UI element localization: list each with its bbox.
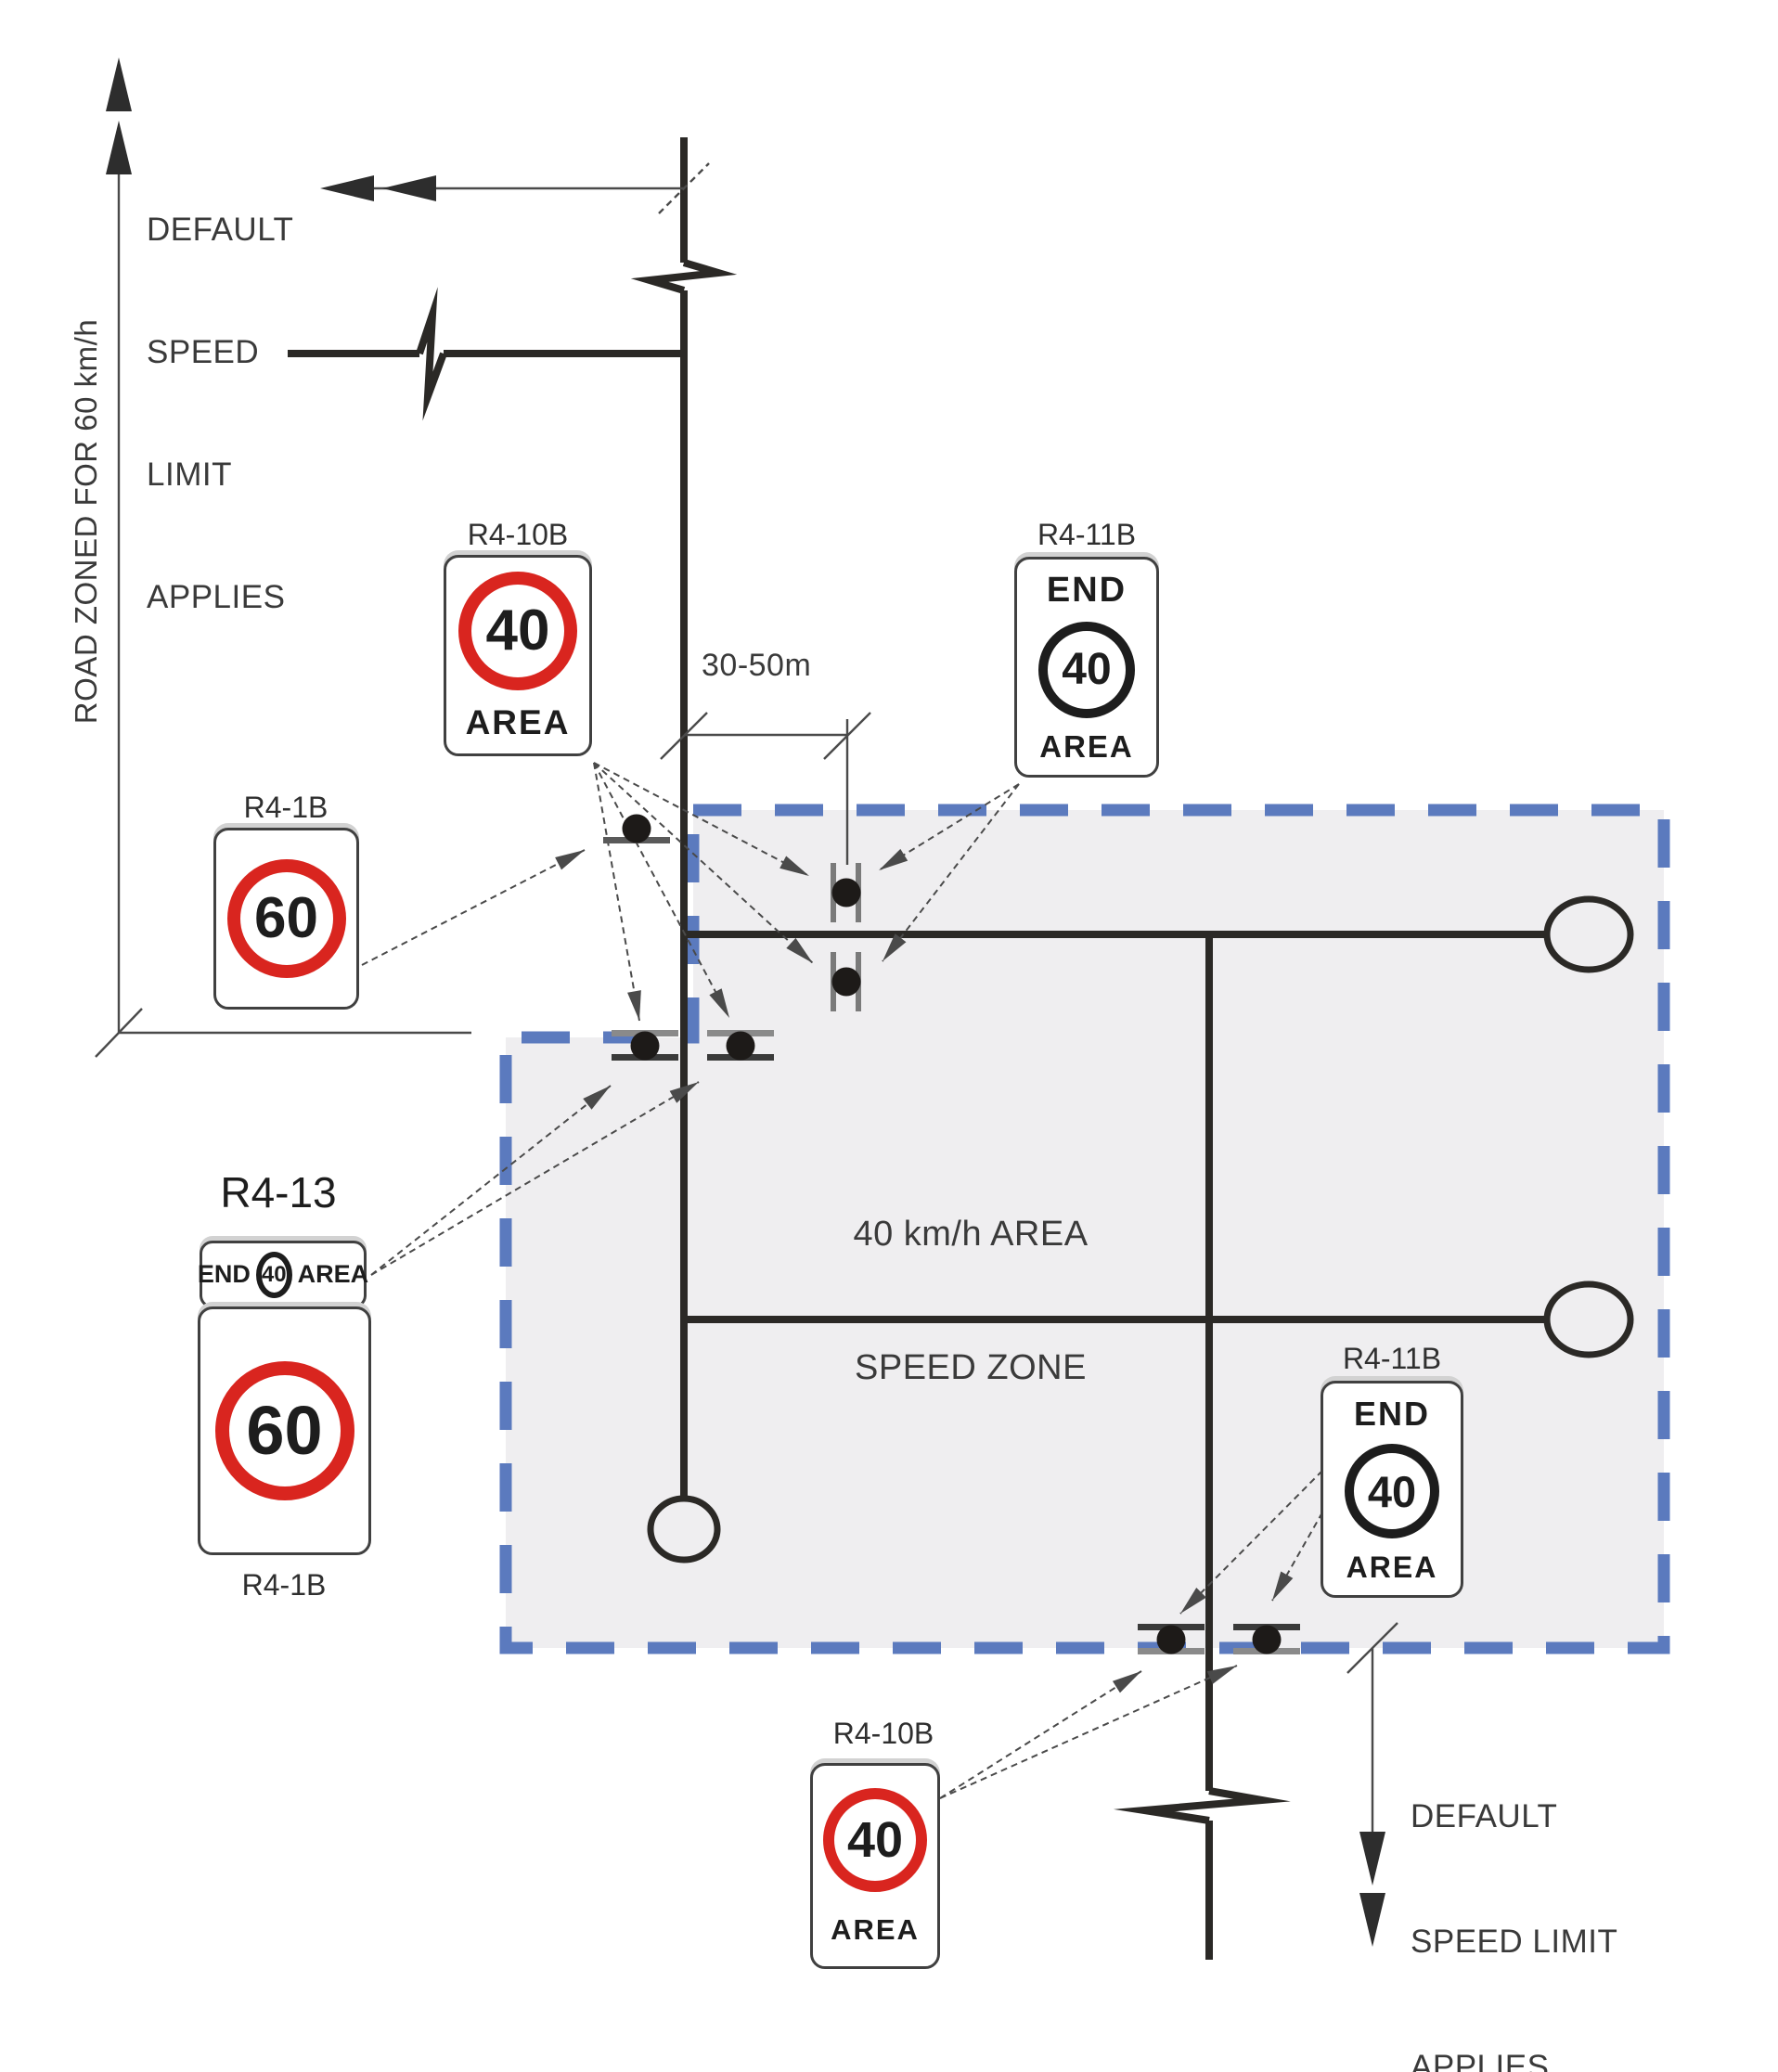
pointer-arrow-line: [1179, 1470, 1323, 1615]
south-road-break: [1113, 1787, 1291, 1824]
sign-r4-11b-bottom: END 40 AREA: [1321, 1381, 1463, 1598]
dimension-arrowhead: [106, 121, 132, 174]
dimension-tick: [1346, 1622, 1398, 1674]
pointer-arrowhead: [1180, 1588, 1206, 1614]
note-line: LIMIT: [147, 457, 232, 493]
pointer-arrow-line: [361, 849, 586, 966]
note-line: APPLIES: [147, 579, 286, 615]
sign-label-r4-1b-bottom: R4-1B: [241, 1568, 327, 1602]
speed-limit-ring: 40: [823, 1788, 927, 1893]
dimension-arrowhead: [1359, 1832, 1385, 1885]
speed-limit-ring: 60: [214, 1361, 354, 1500]
sign-label-r4-1b-left: R4-1B: [243, 791, 329, 824]
pointer-arrowhead: [786, 937, 813, 963]
sign-post-dot: [1252, 1625, 1282, 1654]
zone-title-line: 40 km/h AREA: [853, 1215, 1089, 1254]
dimension-tick: [658, 162, 710, 214]
pointer-arrow-line: [882, 783, 1020, 962]
pointer-arrowhead: [1112, 1671, 1141, 1693]
end-word: END: [1353, 1394, 1430, 1433]
pointer-arrowhead: [583, 1086, 611, 1110]
cul-de-sac-circle: [1543, 895, 1634, 973]
note-line: SPEED LIMIT: [1411, 1924, 1618, 1960]
cul-de-sac-circle: [647, 1495, 721, 1564]
sign-label-r4-11b-top: R4-11B: [1037, 518, 1137, 551]
pointer-arrowhead: [627, 990, 641, 1021]
sign-label-r4-11b-bottom: R4-11B: [1342, 1342, 1442, 1375]
sign-r4-10b-top: 40 AREA: [444, 555, 592, 756]
sign-label-r4-10b-top: R4-10B: [467, 518, 569, 551]
speed-limit-ring: 60: [226, 859, 346, 978]
sign-post-dot: [831, 967, 861, 997]
sign-r4-13-end-plate: END 40 AREA: [197, 1241, 369, 1308]
sign-r4-10b-bottom: 40 AREA: [810, 1763, 940, 1969]
dimension-arrowhead: [106, 58, 132, 111]
note-line: APPLIES: [1411, 2049, 1550, 2072]
road-zoned-60-note: ROAD ZONED FOR 60 km/h: [69, 318, 103, 725]
sign-post-dot: [831, 878, 861, 907]
pointer-arrow-line: [593, 762, 814, 964]
pointer-arrowhead: [779, 856, 809, 876]
dimension-tick: [823, 712, 871, 760]
cul-de-sac-circle: [1543, 1281, 1634, 1358]
pointer-arrow-line: [1271, 1512, 1323, 1602]
speed-limit-ring: 40: [1345, 1444, 1439, 1538]
end-word: END: [197, 1260, 251, 1288]
dimension-tick: [660, 712, 708, 760]
pointer-arrow-line: [370, 1085, 612, 1276]
sign-label-r4-13: R4-13: [220, 1168, 337, 1216]
pointer-arrowhead: [883, 933, 907, 961]
speed-limit-ring: 40: [255, 1251, 292, 1298]
area-word: AREA: [1039, 728, 1134, 764]
area-word: AREA: [297, 1260, 369, 1288]
pointer-arrow-line: [370, 1081, 700, 1276]
main-road-break: [630, 259, 738, 294]
pointer-arrow-line: [593, 762, 640, 1022]
pointer-arrowhead: [879, 848, 908, 870]
dimension-arrowhead: [1359, 1893, 1385, 1947]
pointer-arrow-line: [939, 1665, 1238, 1799]
dimension-arrowhead: [320, 175, 374, 201]
zone-title: 40 km/h AREA SPEED ZONE: [853, 1123, 1088, 1479]
pointer-arrowhead: [1206, 1666, 1237, 1684]
pointer-arrowhead: [709, 988, 729, 1018]
note-line: DEFAULT: [147, 212, 294, 248]
sign-r4-11b-top: END 40 AREA: [1014, 557, 1159, 778]
sign-post-dot: [726, 1031, 755, 1061]
distance-dimension-text: 30-50m: [702, 648, 812, 683]
speed-limit-ring: 40: [458, 572, 577, 691]
pointer-arrowhead: [555, 850, 585, 870]
sign-r4-1b-left: 60: [213, 828, 359, 1010]
sign-post-dot: [622, 814, 651, 843]
dimension-tick: [95, 1008, 143, 1058]
sign-post-dot: [630, 1031, 660, 1061]
note-line: SPEED: [147, 334, 260, 370]
pointer-arrow-line: [593, 762, 730, 1019]
default-speed-bottom-note: DEFAULT SPEED LIMIT APPLIES: [1411, 1712, 1617, 2072]
speed-limit-ring: 40: [1038, 621, 1135, 718]
area-word: AREA: [831, 1912, 920, 1946]
default-speed-top-note: DEFAULT SPEED LIMIT APPLIES: [147, 128, 293, 700]
west-road-break: [416, 287, 447, 421]
sign-label-r4-10b-bottom: R4-10B: [832, 1717, 934, 1750]
area-word: AREA: [1346, 1550, 1438, 1584]
dimension-arrowhead: [382, 175, 436, 201]
pointer-arrow-line: [939, 1670, 1142, 1799]
sign-r4-1b-below-r4-13: 60: [198, 1306, 371, 1555]
pointer-arrow-line: [593, 762, 810, 877]
zone-title-line: SPEED ZONE: [855, 1348, 1087, 1387]
pointer-arrowhead: [669, 1082, 699, 1103]
note-line: DEFAULT: [1411, 1798, 1558, 1834]
pointer-arrowhead: [1272, 1571, 1294, 1601]
area-word: AREA: [465, 702, 571, 741]
sign-post-dot: [1156, 1625, 1186, 1654]
end-word: END: [1046, 571, 1127, 611]
